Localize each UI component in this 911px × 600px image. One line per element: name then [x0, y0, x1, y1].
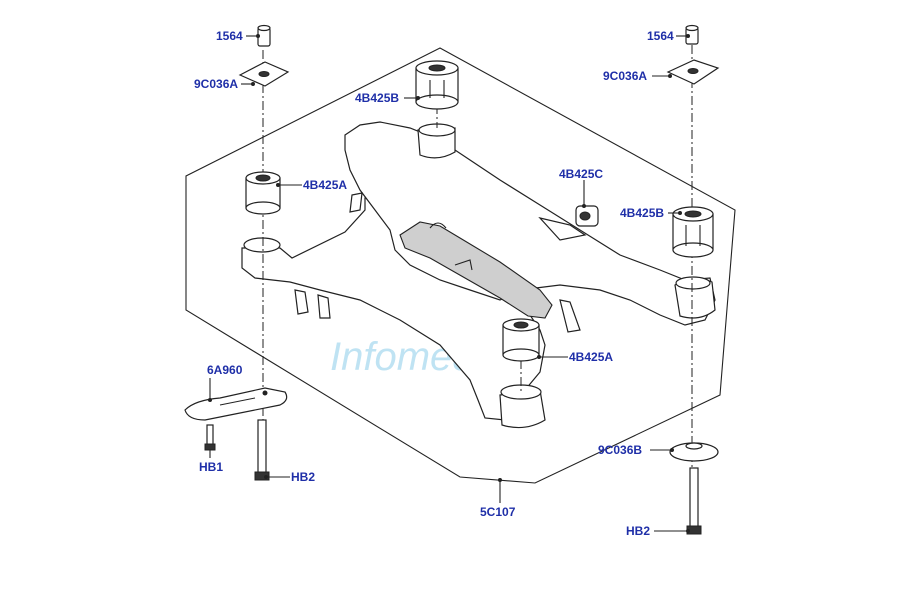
label-9c036b: 9C036B — [598, 443, 642, 457]
label-4b425b-right: 4B425B — [620, 206, 664, 220]
leader-lines — [208, 34, 690, 533]
right-washer-9c036a — [666, 59, 720, 85]
left-bushing-4b425a — [245, 171, 281, 215]
bolt-hb1 — [204, 424, 216, 451]
bolt-hb2-right — [686, 467, 702, 535]
label-6a960: 6A960 — [207, 363, 243, 377]
subframe-center-boss — [499, 389, 546, 429]
label-4b425a-left: 4B425A — [303, 178, 347, 192]
label-4b425b-top: 4B425B — [355, 91, 399, 105]
label-9c036a-right: 9C036A — [603, 69, 647, 83]
top-bushing-4b425b — [415, 60, 459, 110]
bracket-6a960 — [184, 387, 288, 421]
subframe-rear-beam — [344, 121, 716, 326]
label-5c107: 5C107 — [480, 505, 516, 519]
center-bushing-4b425a — [502, 318, 540, 362]
bolt-hb2-left — [254, 419, 270, 481]
left-pin-1564 — [257, 24, 271, 47]
right-pin-1564 — [685, 24, 699, 45]
bushing-4b425c — [575, 205, 599, 227]
right-washer-9c036b — [669, 442, 719, 462]
label-1564-right: 1564 — [647, 29, 674, 43]
label-4b425c: 4B425C — [559, 167, 603, 181]
label-hb2-right: HB2 — [626, 524, 650, 538]
label-1564-left: 1564 — [216, 29, 243, 43]
label-9c036a-left: 9C036A — [194, 77, 238, 91]
left-washer-9c036a — [238, 61, 290, 87]
right-bushing-4b425b — [672, 206, 714, 258]
subframe-center-shield — [399, 221, 553, 319]
label-hb2-left: HB2 — [291, 470, 315, 484]
subframe — [241, 121, 716, 429]
label-hb1: HB1 — [199, 460, 223, 474]
label-4b425a-center: 4B425A — [569, 350, 613, 364]
assembly-boundary — [185, 47, 736, 484]
